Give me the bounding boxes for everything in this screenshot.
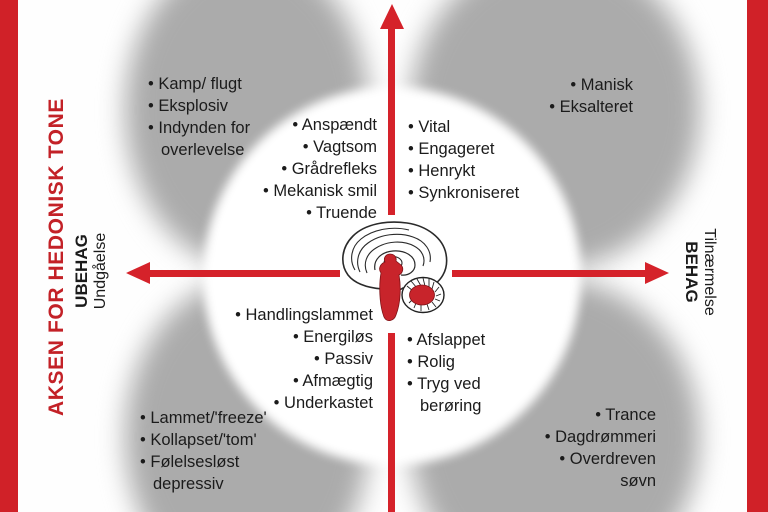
list-item: • Synkroniseret xyxy=(408,184,520,202)
list-item: • Rolig xyxy=(407,353,455,371)
list-item: • Truende xyxy=(306,204,377,222)
left-axis-sublabel: Undgåelse xyxy=(92,232,109,310)
list-item: • Manisk xyxy=(570,76,633,94)
quadrant-inner-bottom-left: • Handlingslammet • Energiløs • Passiv •… xyxy=(235,304,373,414)
horizontal-axis-line-right xyxy=(452,270,648,277)
list-item: • Energiløs xyxy=(292,328,373,346)
quadrant-inner-top-left: • Anspændt • Vagtsom • Grådrefleks • Mek… xyxy=(263,114,377,224)
list-item: • Passiv xyxy=(314,350,373,368)
list-item: • Afslappet xyxy=(407,331,486,349)
vertical-axis-line-bottom xyxy=(388,333,395,512)
list-item: • Underkastet xyxy=(273,394,373,412)
list-item: • Kamp/ flugt xyxy=(148,75,242,93)
list-item: • Lammet/'freeze' xyxy=(140,409,267,427)
list-item: • Henrykt xyxy=(408,162,476,180)
list-item: • Dagdrømmeri xyxy=(544,428,656,446)
horizontal-axis-line-left xyxy=(146,270,340,277)
right-axis-label: BEHAG xyxy=(682,241,701,303)
quadrant-inner-top-right: • Vital • Engageret • Henrykt • Synkroni… xyxy=(408,116,519,204)
list-item: • Grådrefleks xyxy=(281,160,377,178)
left-axis-label: UBEHAG xyxy=(72,234,91,308)
list-item: • Eksplosiv xyxy=(148,97,229,115)
vertical-axis-line-top xyxy=(388,26,395,215)
quadrant-outer-bottom-left: • Lammet/'freeze' • Kollapset/'tom' • Fø… xyxy=(140,407,267,495)
quadrant-outer-bottom-right: • Trance • Dagdrømmeri • Overdreven søvn xyxy=(545,404,656,492)
list-item: • Trance xyxy=(595,406,656,424)
list-item: • Engageret xyxy=(408,140,495,158)
quadrant-outer-top-right: • Manisk • Eksalteret xyxy=(549,74,633,118)
list-item: • Kollapset/'tom' xyxy=(140,431,257,449)
list-item: • Eksalteret xyxy=(549,98,633,116)
list-item: • Vital xyxy=(408,118,451,136)
list-item: • Anspændt xyxy=(292,116,377,134)
list-item: overlevelse xyxy=(161,141,245,159)
arrow-right-icon xyxy=(645,262,669,284)
brain-icon xyxy=(342,221,448,321)
list-item: • Indynden for xyxy=(148,119,251,137)
list-item: søvn xyxy=(620,472,656,490)
list-item: • Handlingslammet xyxy=(235,306,373,324)
quadrant-outer-top-left: • Kamp/ flugt • Eksplosiv • Indynden for… xyxy=(148,73,250,161)
page-title: AKSEN FOR HEDONISK TONE xyxy=(45,98,68,416)
list-item: • Mekanisk smil xyxy=(263,182,377,200)
right-accent-bar xyxy=(747,0,768,512)
list-item: • Følelsesløst xyxy=(140,453,240,471)
list-item: depressiv xyxy=(153,475,224,493)
quadrant-inner-bottom-right: • Afslappet • Rolig • Tryg ved berøring xyxy=(407,329,485,417)
list-item: • Tryg ved xyxy=(407,375,481,393)
right-axis-sublabel: Tilnærmelse xyxy=(701,228,718,316)
list-item: berøring xyxy=(420,397,482,415)
list-item: • Afmægtig xyxy=(292,372,373,390)
arrow-up-icon xyxy=(380,4,404,29)
list-item: • Overdreven xyxy=(559,450,656,468)
left-accent-bar xyxy=(0,0,18,512)
list-item: • Vagtsom xyxy=(302,138,377,156)
arrow-left-icon xyxy=(126,262,150,284)
